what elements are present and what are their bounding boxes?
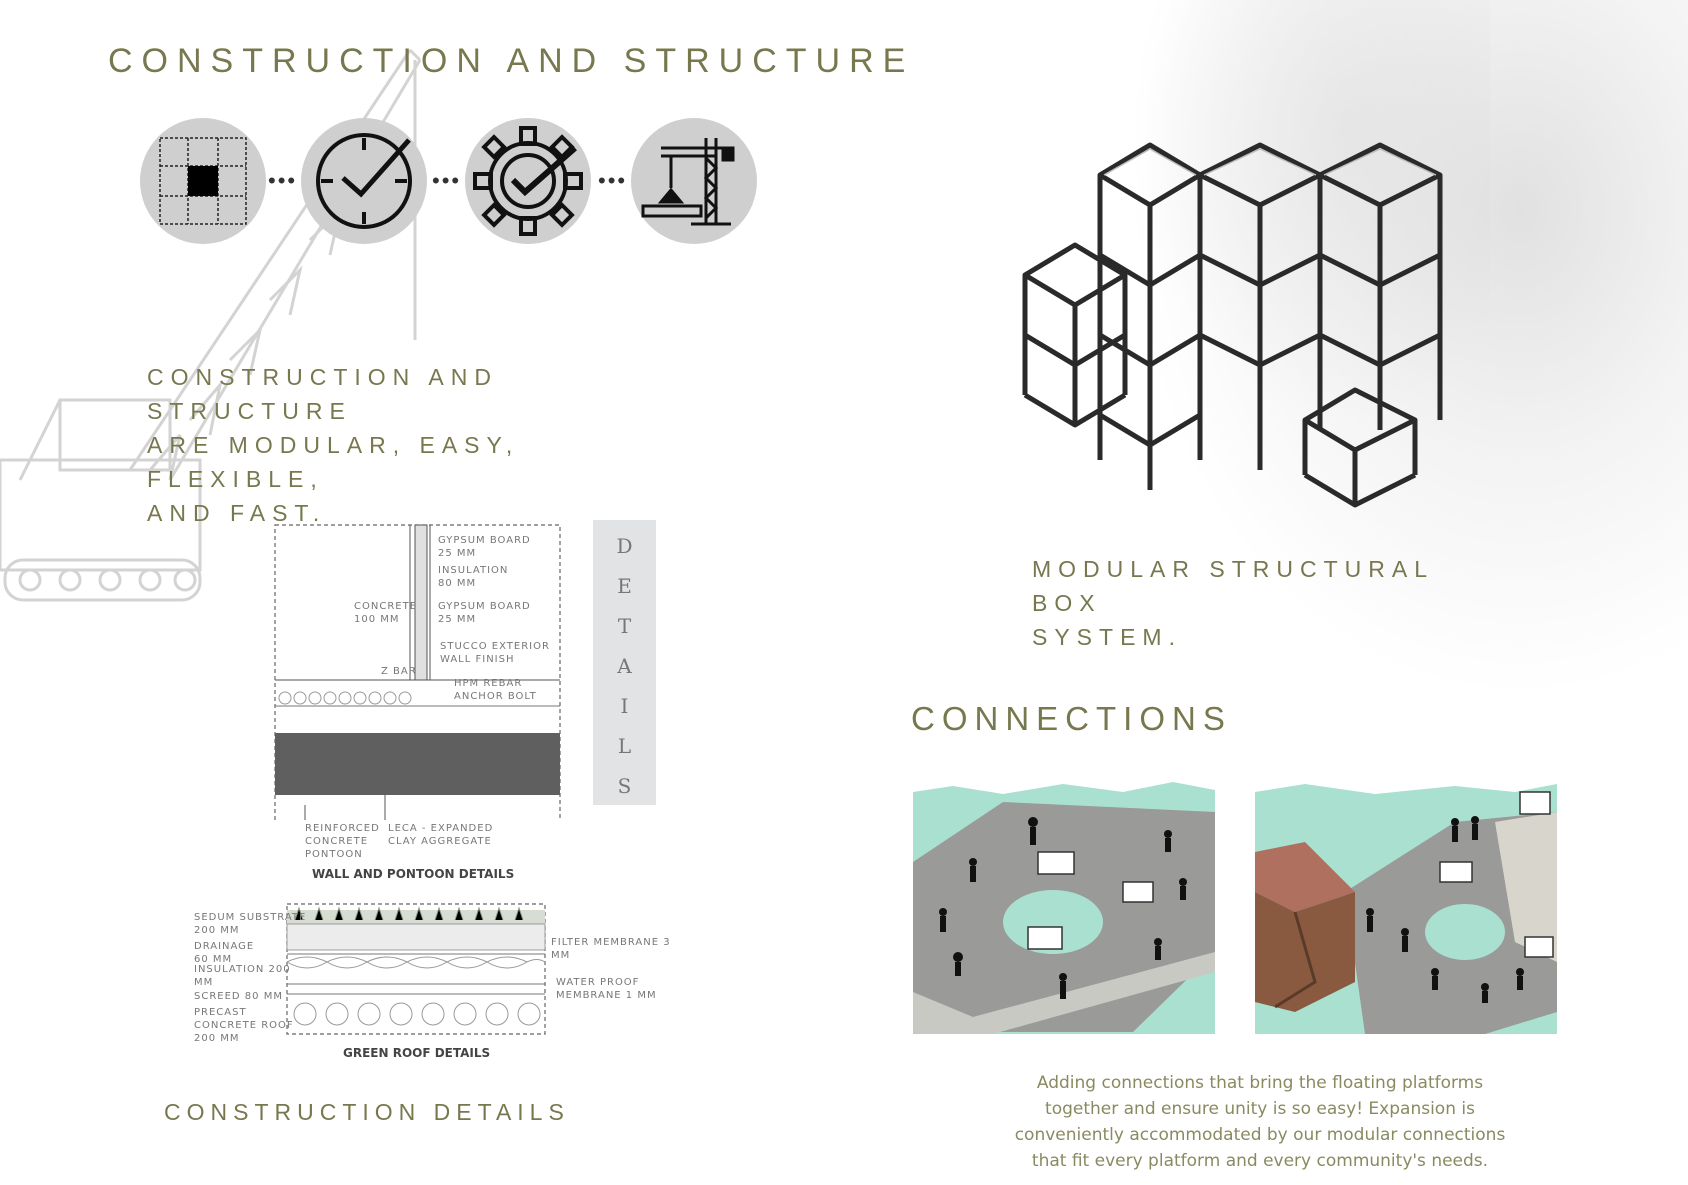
label-line: REINFORCED [305,823,380,834]
label-line: 100 MM [354,614,400,625]
label-line: Z BAR [381,666,417,677]
label-line: INSULATION 200 [194,964,291,975]
label-line: INSULATION [438,565,509,576]
label-precast: PRECAST CONCRETE ROOF 200 MM [194,1006,294,1045]
crane-icon [631,118,757,244]
label-gypsum-board-1: GYPSUM BOARD 25 MM [438,534,531,560]
label-z-bar: Z BAR [381,665,417,678]
label-line: 80 MM [438,578,477,589]
paragraph-line: Adding connections that bring the floati… [1036,1073,1484,1093]
label-pontoon: REINFORCED CONCRETE PONTOON [305,822,380,861]
page-title: CONSTRUCTION AND STRUCTURE [108,42,915,80]
details-letter: E [617,574,632,598]
label-line: MM [551,950,571,961]
label-waterproof: WATER PROOF MEMBRANE 1 MM [556,976,657,1002]
intro-line: ARE MODULAR, EASY, FLEXIBLE, [147,432,520,492]
label-line: MM [194,977,214,988]
connections-title: CONNECTIONS [911,700,1232,737]
label-line: CLAY AGGREGATE [388,836,492,847]
construction-details-title: CONSTRUCTION DETAILS [164,1099,570,1125]
label-line: LECA - EXPANDED [388,823,494,834]
label-line: SCREED 80 MM [194,991,283,1002]
paragraph-line: conveniently accommodated by our modular… [1014,1125,1506,1145]
intro-line: CONSTRUCTION AND STRUCTURE [147,364,498,424]
label-line: CONCRETE [305,836,369,847]
connector-dots: ••• [598,168,628,193]
label-drainage: DRAINAGE 60 MM [194,940,254,966]
connector-dots: ••• [268,168,298,193]
crane-sketch-background [0,48,422,602]
label-line: FILTER MEMBRANE 3 [551,937,671,948]
label-leca: LECA - EXPANDED CLAY AGGREGATE [388,822,493,848]
label-line: ANCHOR BOLT [454,691,537,702]
label-line: CONCRETE [354,601,418,612]
label-line: STUCCO EXTERIOR [440,641,550,652]
paragraph-line: together and ensure unity is so easy! Ex… [1045,1099,1475,1119]
label-insulation: INSULATION 80 MM [438,564,508,590]
label-stucco: STUCCO EXTERIOR WALL FINISH [440,640,550,666]
connections-description: Adding connections that bring the floati… [990,1070,1530,1174]
connector-dots: ••• [432,168,462,193]
watercolor-wash-secondary [1130,0,1490,420]
label-line: DRAINAGE [194,941,255,952]
modular-box-frame-illustration [1022,142,1443,508]
label-line: GYPSUM BOARD [438,535,531,546]
paragraph-line: that fit every platform and every commun… [1031,1151,1489,1171]
label-line: 60 MM [194,954,233,965]
modular-line: MODULAR STRUCTURAL BOX [1032,556,1434,616]
wall-pontoon-caption: WALL AND PONTOON DETAILS [312,867,515,881]
clock-check-icon [301,118,427,244]
intro-statement: CONSTRUCTION AND STRUCTURE ARE MODULAR, … [147,360,707,530]
details-letter: D [616,534,633,558]
modular-system-caption: MODULAR STRUCTURAL BOX SYSTEM. [1032,552,1492,654]
details-letter: A [617,654,632,678]
label-line: 25 MM [438,548,477,559]
details-sidebar: D E T A I L S [593,520,656,805]
details-letter: T [617,614,632,638]
label-line: WALL FINISH [440,654,515,665]
modular-grid-icon [140,118,266,244]
label-line: PONTOON [305,849,363,860]
label-line: GYPSUM BOARD [438,601,531,612]
modular-line: SYSTEM. [1032,624,1182,650]
intro-line: AND FAST. [147,500,327,526]
label-roof-insulation: INSULATION 200 MM [194,963,291,989]
details-letter: I [620,694,629,718]
label-line: SEDUM SUBSTRATE [194,912,307,923]
connection-render-left [913,782,1215,1034]
label-line: HPM REBAR [454,678,523,689]
gear-check-icon [465,118,591,244]
label-line: 200 MM [194,925,240,936]
label-filter-membrane: FILTER MEMBRANE 3 MM [551,936,671,962]
details-letter: L [617,734,632,758]
label-line: PRECAST [194,1007,247,1018]
label-screed: SCREED 80 MM [194,990,283,1003]
label-gypsum-board-2: GYPSUM BOARD 25 MM [438,600,531,626]
green-roof-section-drawing [286,903,546,1035]
green-roof-caption: GREEN ROOF DETAILS [343,1046,491,1060]
label-line: CONCRETE ROOF [194,1020,294,1031]
wall-pontoon-section-drawing [274,524,561,820]
label-line: MEMBRANE 1 MM [556,990,657,1001]
label-line: 25 MM [438,614,477,625]
label-sedum: SEDUM SUBSTRATE 200 MM [194,911,306,937]
connection-render-right [1255,784,1557,1034]
label-hpm-rebar: HPM REBAR ANCHOR BOLT [454,677,537,703]
label-concrete: CONCRETE 100 MM [354,600,417,626]
label-line: WATER PROOF [556,977,640,988]
label-line: 200 MM [194,1033,240,1044]
details-letter: S [617,774,632,798]
